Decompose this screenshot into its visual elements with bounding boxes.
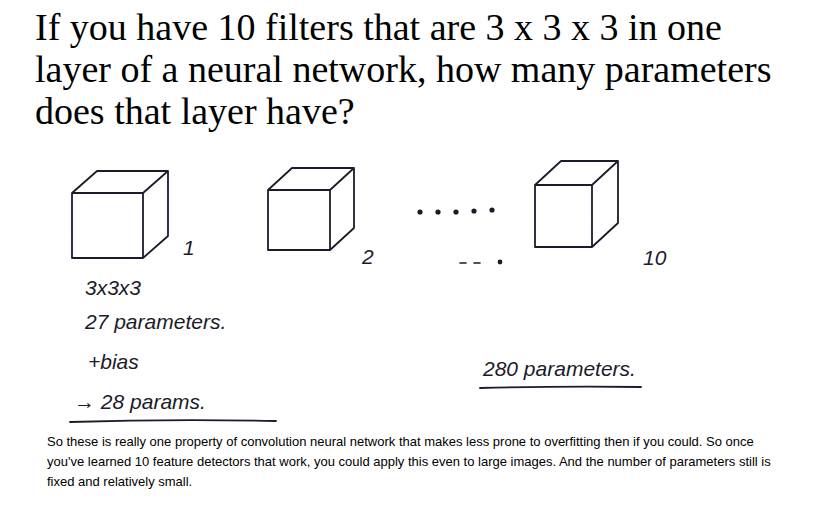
ellipsis-dot bbox=[498, 260, 501, 263]
handwritten-note: → 28 params. bbox=[74, 390, 206, 414]
slide-title: If you have 10 filters that are 3 x 3 x … bbox=[35, 6, 805, 132]
handwritten-note: +bias bbox=[88, 350, 139, 374]
filter-cube: 2 bbox=[262, 150, 387, 275]
ellipsis-dot bbox=[454, 210, 458, 214]
ellipsis-dash bbox=[474, 262, 480, 264]
ellipsis-dash bbox=[460, 262, 466, 264]
transcript-caption: So these is really one property of convo… bbox=[47, 432, 787, 492]
filter-number: 10 bbox=[643, 246, 666, 270]
cube-edges bbox=[72, 171, 168, 258]
ellipsis-dot bbox=[436, 210, 440, 214]
handwritten-note: 27 parameters. bbox=[85, 310, 226, 334]
filter-cube: 10 bbox=[528, 148, 678, 274]
filter-cube: 1 bbox=[65, 160, 205, 268]
underline bbox=[480, 387, 641, 388]
ellipsis-dot bbox=[490, 208, 494, 212]
ellipsis-dot bbox=[472, 209, 476, 213]
cube-edges bbox=[268, 168, 354, 250]
handwritten-note: 3x3x3 bbox=[85, 276, 141, 300]
handwritten-note: 280 parameters. bbox=[483, 357, 636, 381]
cube-edges bbox=[535, 161, 618, 247]
ellipsis-dot bbox=[418, 210, 422, 214]
filter-number: 2 bbox=[362, 245, 374, 269]
filter-number: 1 bbox=[183, 236, 195, 260]
underline bbox=[70, 420, 276, 422]
